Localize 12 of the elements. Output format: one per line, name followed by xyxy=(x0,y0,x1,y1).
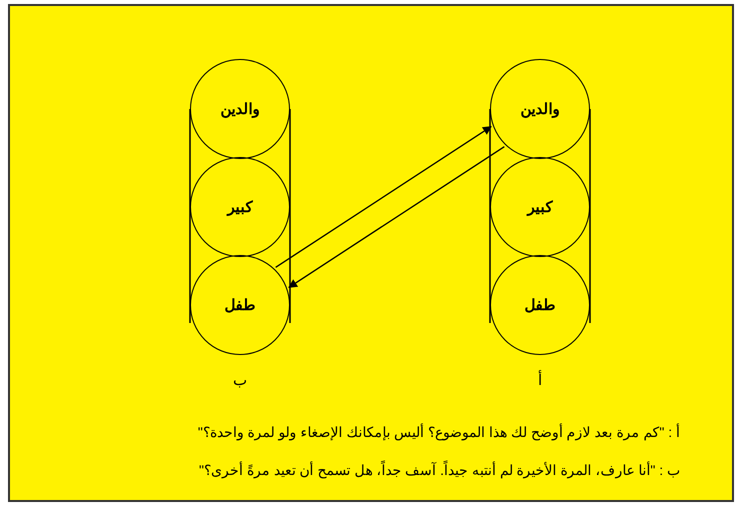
stack-label: أ xyxy=(538,371,542,389)
dialogue-line: أ : "كم مرة بعد لازم أوضح لك هذا الموضوع؟ أليس بإمكانك الإصغاء ولو لمرة واحدة؟" xyxy=(198,424,680,440)
ego-state-circle: والدين xyxy=(490,59,590,159)
ego-state-circle: والدين xyxy=(190,59,290,159)
arrow xyxy=(288,146,505,288)
arrow xyxy=(275,126,492,268)
ego-state-circle: كبير xyxy=(490,157,590,257)
stack-label: ب xyxy=(233,371,247,389)
dialogue-line: ب : "أنا عارف، المرة الأخيرة لم أنتبه جيداً. آسف جداً، هل تسمح أن تعيد مرةً أخرى؟" xyxy=(199,462,680,478)
ego-state-circle: طفل xyxy=(490,255,590,355)
ego-state-circle: كبير xyxy=(190,157,290,257)
ego-state-circle: طفل xyxy=(190,255,290,355)
